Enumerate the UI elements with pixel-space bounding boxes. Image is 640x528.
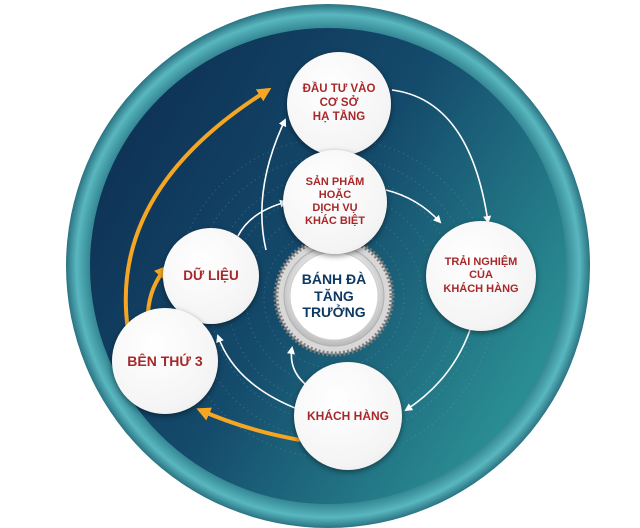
hub-banh-da-tang-truong: BÁNH ĐÀ TĂNG TRƯỞNG (281, 243, 387, 349)
node-trai-nghiem-khach-hang: TRẢI NGHIỆM CỦA KHÁCH HÀNG (426, 221, 536, 331)
orange-arrow-left (123, 87, 272, 331)
node-ben-thu-3: BÊN THỨ 3 (112, 308, 218, 414)
hub-label: BÁNH ĐÀ TĂNG TRƯỞNG (301, 270, 367, 321)
node-label: TRẢI NGHIỆM CỦA KHÁCH HÀNG (443, 256, 519, 295)
node-label: DỮ LIỆU (183, 267, 239, 283)
node-du-lieu: DỮ LIỆU (163, 228, 259, 324)
node-label: ĐẦU TƯ VÀO CƠ SỞ HẠ TẦNG (302, 83, 376, 123)
orange-arrow-bottom (196, 407, 301, 442)
node-dau-tu-co-so-ha-tang: ĐẦU TƯ VÀO CƠ SỞ HẠ TẦNG (287, 52, 391, 156)
gear-icon (273, 235, 395, 357)
node-san-pham-dich-vu: SẢN PHẨM HOẶC DỊCH VỤ KHÁC BIỆT (283, 150, 387, 254)
node-khach-hang: KHÁCH HÀNG (294, 362, 402, 470)
node-label: BÊN THỨ 3 (127, 352, 203, 369)
node-label: SẢN PHẨM HOẶC DỊCH VỤ KHÁC BIỆT (305, 175, 365, 228)
node-label: KHÁCH HÀNG (307, 408, 389, 423)
white-arrows (216, 89, 492, 412)
